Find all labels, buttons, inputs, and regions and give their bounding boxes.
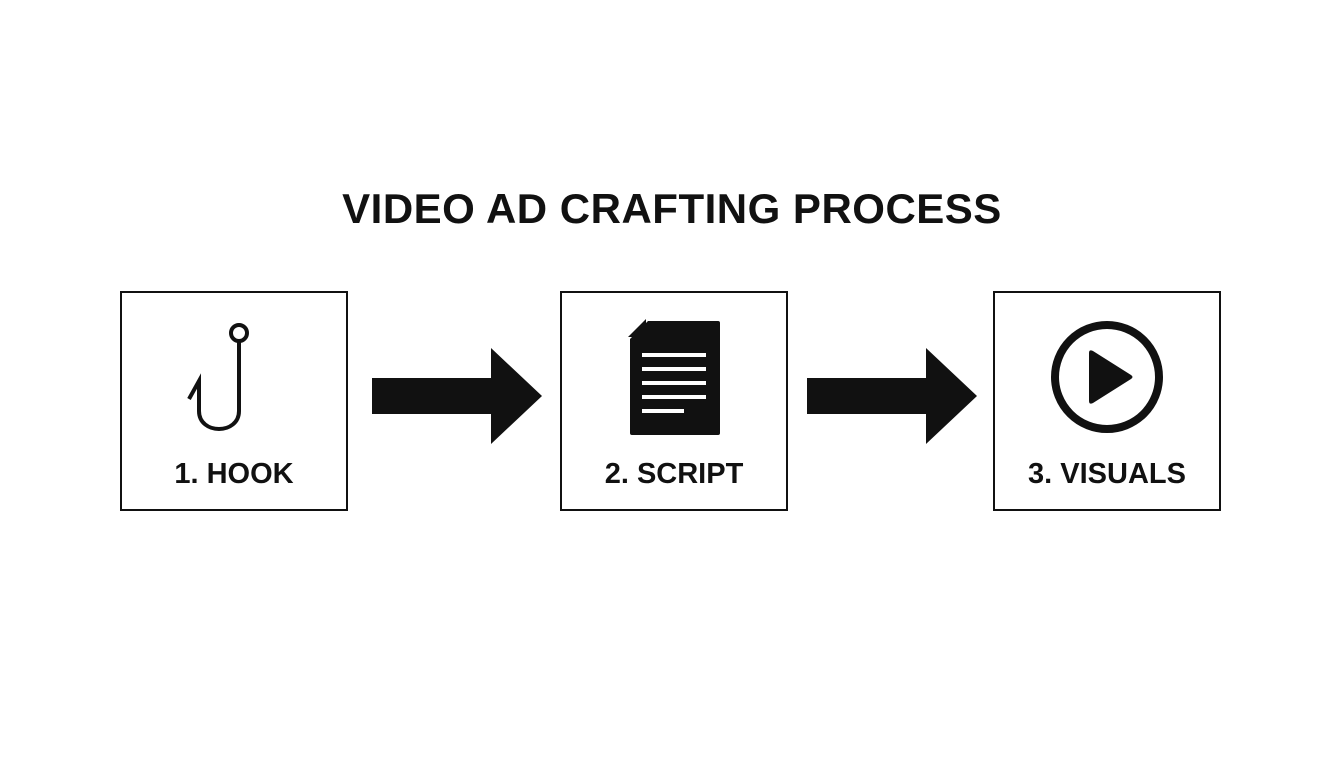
fish-hook-icon [187, 323, 249, 431]
diagram-title: VIDEO AD CRAFTING PROCESS [342, 185, 1002, 232]
play-circle-icon [1051, 321, 1163, 433]
arrow-right-icon [372, 348, 542, 444]
step-visuals-label: 3. VISUALS [1028, 458, 1186, 490]
step-script-box: 2. SCRIPT [560, 291, 788, 511]
arrow-right-icon [807, 348, 977, 444]
step-script-label: 2. SCRIPT [604, 458, 744, 490]
step-hook-label: 1. HOOK [174, 458, 294, 490]
step-hook-box: 1. HOOK [120, 291, 348, 511]
document-icon [628, 319, 720, 435]
step-visuals-box: 3. VISUALS [993, 291, 1221, 511]
